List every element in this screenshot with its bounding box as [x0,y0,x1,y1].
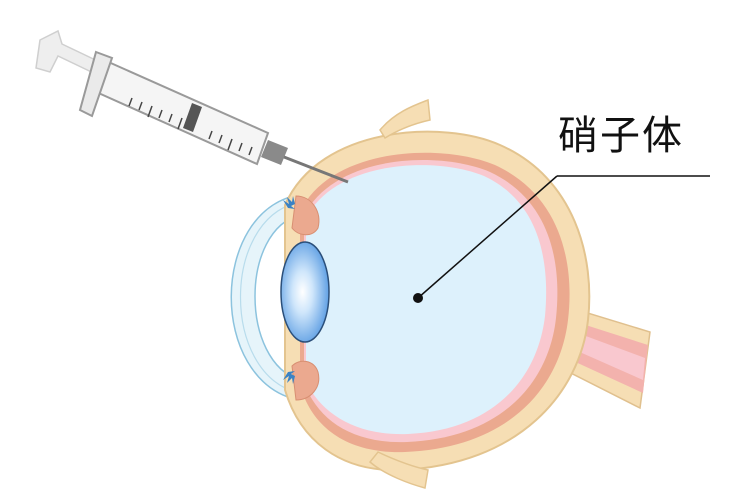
zonule-icon [283,196,295,384]
syringe-icon [35,29,349,184]
vitreous-body [306,165,547,435]
ciliary-body [291,195,320,401]
vitreous-label: 硝子体 [558,113,684,159]
label-leader [413,175,710,303]
pointer-dot [413,293,423,303]
lens [280,241,330,343]
